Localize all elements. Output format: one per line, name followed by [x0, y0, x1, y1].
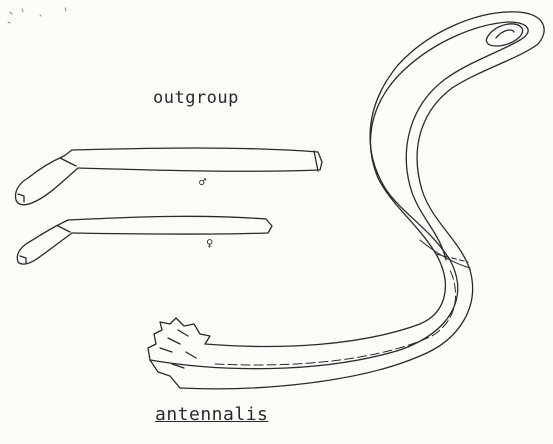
- male-symbol-label: ♂: [199, 175, 206, 189]
- antennalis-structure: [148, 12, 544, 389]
- outgroup-label: outgroup: [153, 88, 239, 108]
- scan-specks: [8, 8, 66, 23]
- outgroup-male-structure: [16, 148, 323, 205]
- female-symbol-label: ♀: [206, 236, 213, 250]
- outgroup-female-structure: [17, 216, 272, 264]
- species-label: antennalis: [155, 404, 268, 425]
